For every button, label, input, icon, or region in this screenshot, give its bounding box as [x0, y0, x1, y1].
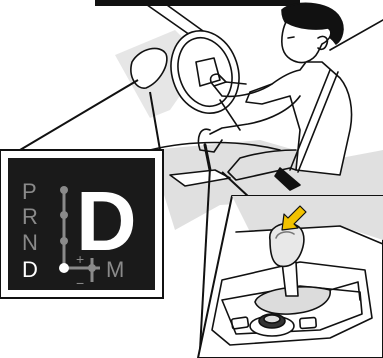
- manual-label: M: [106, 257, 124, 282]
- driver-eye: [288, 37, 294, 38]
- gear-indicator-panel: P R N D D + − M: [0, 150, 163, 298]
- gear-dot-d: [59, 263, 69, 273]
- gear-label-p: P: [22, 179, 37, 204]
- gear-label-n: N: [22, 230, 38, 255]
- callout-left-1: [20, 80, 138, 150]
- driver-face: [282, 22, 331, 63]
- gear-dot-p: [60, 186, 68, 194]
- gear-dot-r: [60, 211, 68, 219]
- gear-label-d: D: [22, 257, 38, 282]
- current-gear: D: [76, 174, 137, 268]
- gear-dot-n: [60, 237, 68, 245]
- gear-label-r: R: [22, 204, 38, 229]
- controller-dial-top: [264, 315, 280, 323]
- manual-plus: +: [76, 251, 84, 267]
- top-edge-strip: [95, 0, 300, 6]
- manual-minus: −: [76, 275, 84, 291]
